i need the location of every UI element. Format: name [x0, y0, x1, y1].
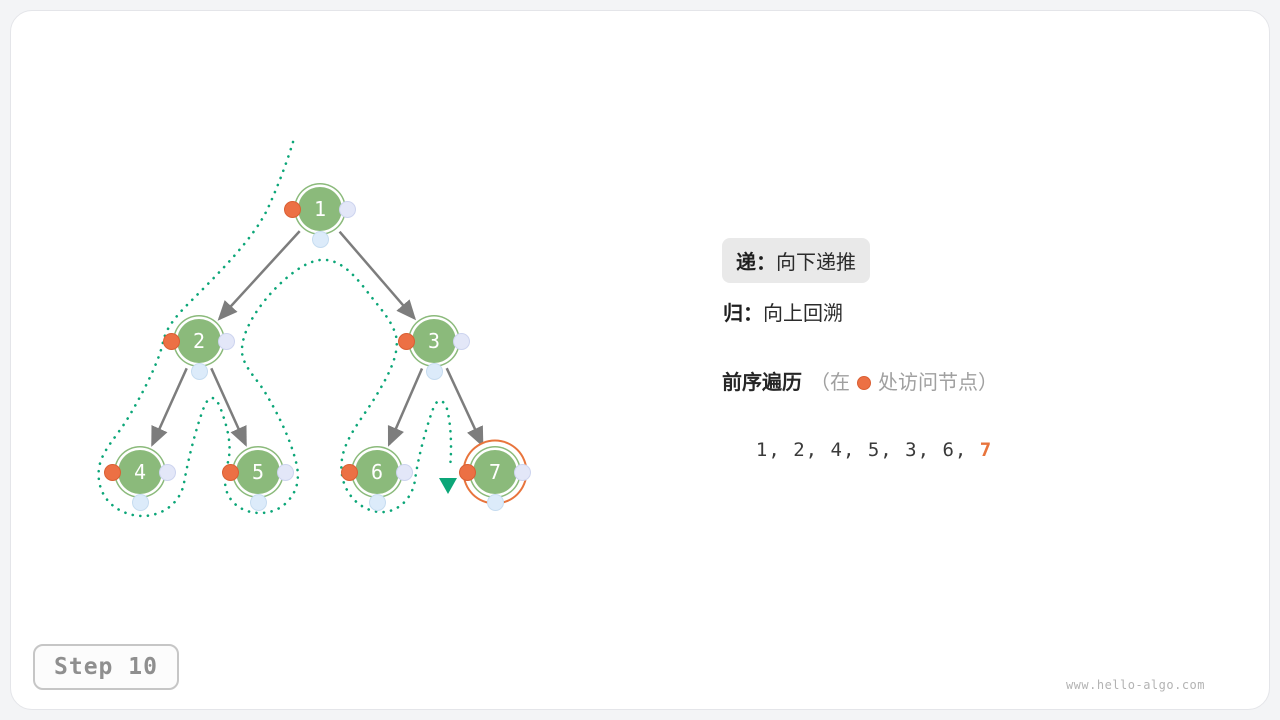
recursion-key: 递：	[736, 252, 776, 274]
tree-node-1: 1	[284, 187, 356, 248]
node-label: 2	[192, 329, 206, 353]
inorder-marker-icon	[486, 493, 504, 511]
inorder-marker-icon	[311, 230, 329, 248]
edge-3-7	[445, 367, 484, 448]
postorder-marker-icon	[159, 463, 176, 481]
traversal-dotted-path	[97, 140, 453, 518]
edge-2-4	[151, 367, 188, 447]
cursor-triangle-icon	[439, 478, 457, 494]
edge-3-6	[387, 368, 424, 447]
postorder-marker-icon	[339, 200, 356, 218]
node-label: 3	[427, 329, 441, 353]
recursion-badge: 递：向下递推	[722, 238, 870, 283]
postorder-marker-icon	[396, 463, 413, 481]
visit-dot-icon	[857, 376, 871, 390]
preorder-marker-icon	[104, 463, 121, 481]
preorder-marker-icon	[222, 463, 239, 481]
legend-recursion-row: 递：向下递推	[722, 238, 870, 283]
postorder-marker-icon	[218, 332, 235, 350]
tree-node-7-current: 7	[459, 450, 531, 511]
legend-traversal-row: 前序遍历 （在 处访问节点）	[722, 366, 998, 395]
preorder-marker-icon	[459, 463, 476, 481]
traversal-note-open: （在	[810, 372, 850, 394]
inorder-marker-icon	[368, 493, 386, 511]
tree-node-4: 4	[104, 450, 176, 511]
preorder-marker-icon	[284, 200, 301, 218]
traversal-title: 前序遍历	[722, 372, 802, 394]
tree-node-3: 3	[398, 319, 470, 380]
edge-1-3	[338, 230, 417, 321]
sequence-current: 7	[979, 439, 993, 461]
inorder-marker-icon	[190, 362, 208, 380]
tree-node-2: 2	[163, 319, 235, 380]
tree-node-6: 6	[341, 450, 413, 511]
canvas-card	[10, 10, 1270, 710]
legend-backtrack-row: 归：向上回溯	[723, 297, 843, 326]
watermark: www.hello-algo.com	[1065, 678, 1205, 692]
recursion-text: 向下递推	[776, 252, 856, 274]
inorder-marker-icon	[425, 362, 443, 380]
step-badge: Step 10	[33, 644, 179, 690]
node-label: 7	[488, 460, 502, 484]
postorder-marker-icon	[514, 463, 531, 481]
preorder-marker-icon	[341, 463, 358, 481]
traversal-note-close: 处访问节点）	[878, 372, 998, 394]
edge-2-5	[210, 367, 247, 447]
node-label: 5	[251, 460, 265, 484]
backtrack-text: 向上回溯	[763, 303, 843, 325]
tree-node-5: 5	[222, 450, 294, 511]
preorder-marker-icon	[163, 332, 180, 350]
tree-edges	[151, 230, 484, 448]
edge-1-2	[217, 230, 301, 321]
node-label: 4	[133, 460, 147, 484]
postorder-marker-icon	[277, 463, 294, 481]
inorder-marker-icon	[131, 493, 149, 511]
inorder-marker-icon	[249, 493, 267, 511]
node-label: 6	[370, 460, 384, 484]
backtrack-key: 归：	[723, 303, 763, 325]
sequence-visited: 1, 2, 4, 5, 3, 6,	[755, 439, 980, 461]
node-label: 1	[313, 197, 327, 221]
preorder-marker-icon	[398, 332, 415, 350]
postorder-marker-icon	[453, 332, 470, 350]
traversal-sequence: 1, 2, 4, 5, 3, 6, 7	[731, 417, 992, 461]
